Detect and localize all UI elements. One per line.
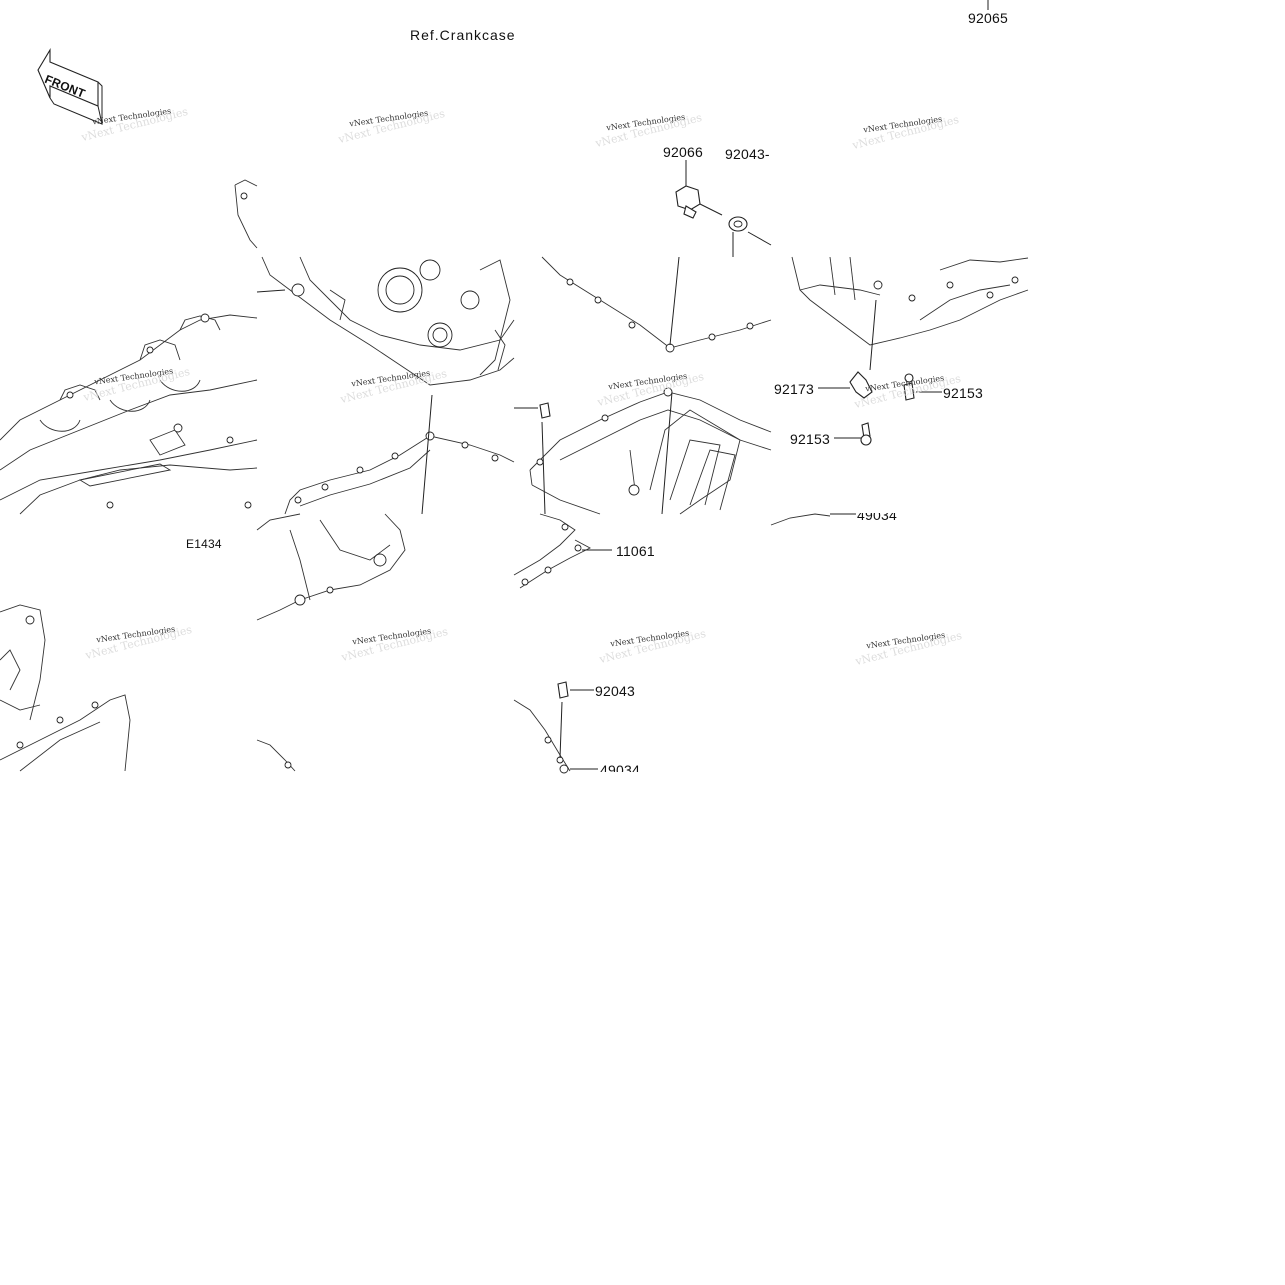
callout-92065: 92065 — [968, 10, 1008, 26]
callout-92153-left: 92153 — [790, 431, 830, 447]
callout-92043-top: 92043- — [725, 146, 770, 162]
front-arrow-icon — [37, 48, 103, 125]
callout-11061: 11061 — [616, 543, 655, 559]
callout-92173: 92173 — [774, 381, 814, 397]
engine-case-center — [256, 256, 515, 515]
crankcase-upper-left — [0, 179, 258, 515]
oil-pan-gasket — [513, 513, 612, 774]
callout-49034-bottom: 49034 — [600, 762, 640, 778]
ref-crankcase-label: Ref.Crankcase — [410, 27, 516, 43]
oil-pan-center — [514, 256, 772, 515]
callout-92153-right: 92153 — [943, 385, 983, 401]
drain-washer — [728, 216, 772, 257]
engine-case-lower — [256, 513, 406, 772]
callout-49034-top: 49034 — [857, 507, 897, 523]
crankcase-lower-left — [0, 604, 131, 772]
callout-92043-bottom: 92043 — [595, 683, 635, 699]
callout-92066: 92066 — [663, 144, 703, 160]
oil-pan-right — [770, 256, 1029, 526]
figure-code: E1434 — [186, 537, 222, 551]
drain-bolt — [675, 160, 723, 219]
